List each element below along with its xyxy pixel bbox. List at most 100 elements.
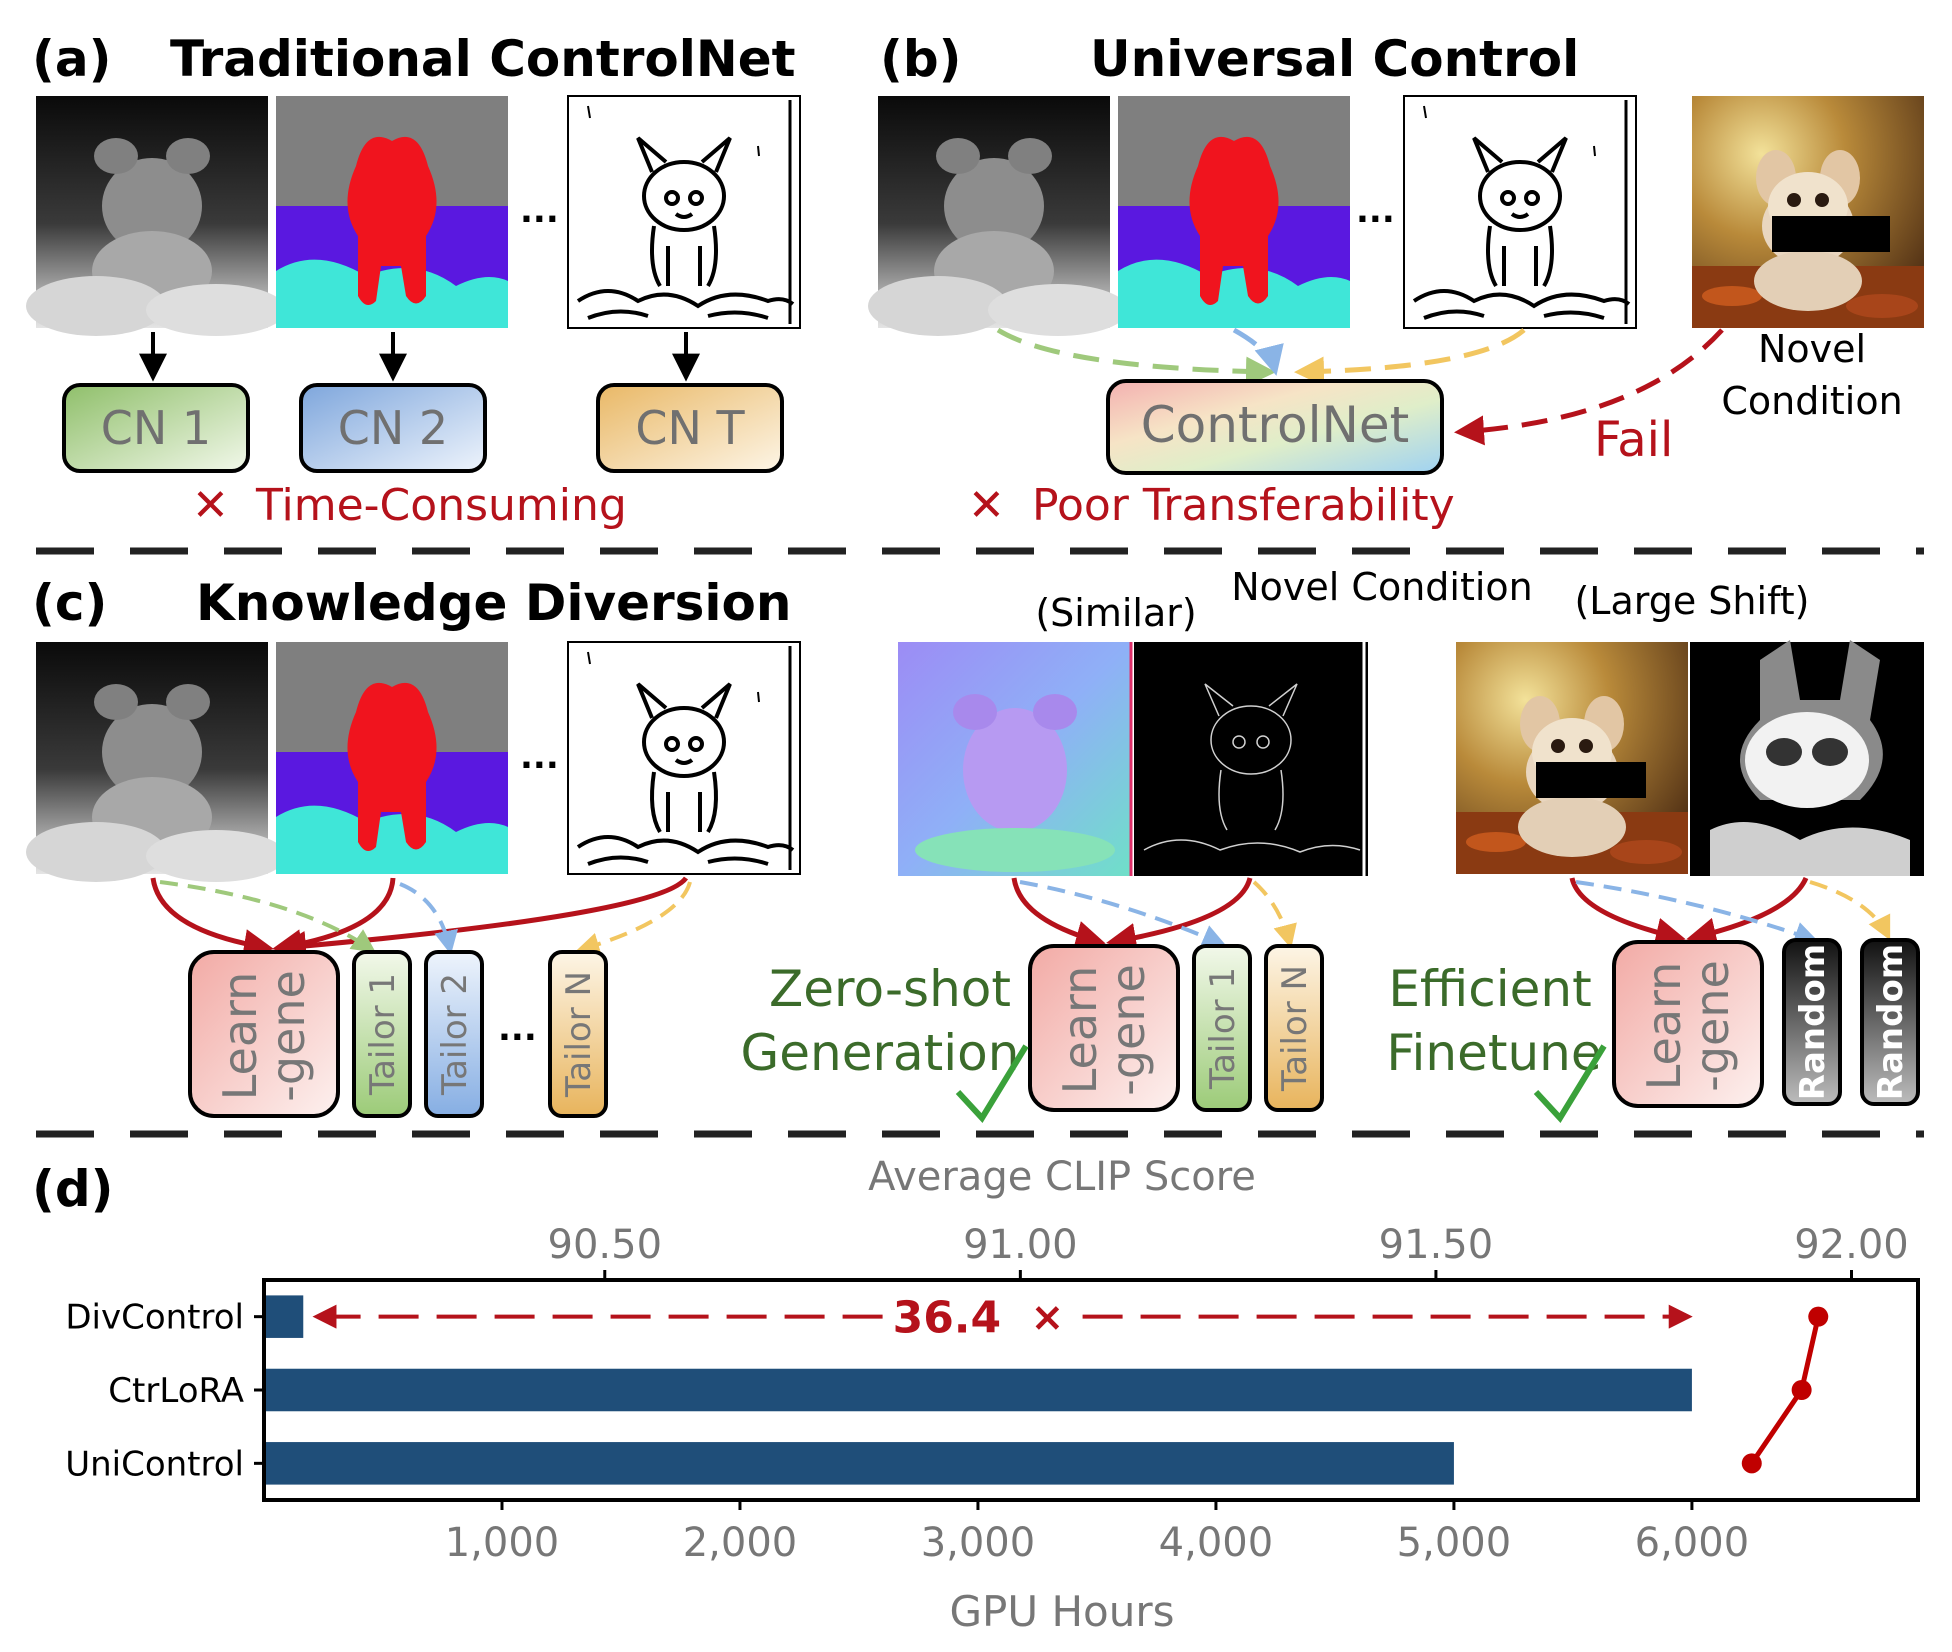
- x-tick-label: 4,000: [1159, 1520, 1274, 1566]
- panel-c-ellipsis: ...: [520, 737, 559, 777]
- arrow-yellow-tailorn: [575, 881, 692, 956]
- bar-unicontrol: [266, 1442, 1454, 1485]
- arrow-red-1: [150, 877, 274, 959]
- efficient-line1: Efficient: [1388, 960, 1591, 1018]
- cn1-box: CN 1: [62, 383, 250, 473]
- tailor1-label: Tailor 1: [363, 973, 403, 1096]
- clip-point-divcontrol: [1808, 1306, 1829, 1327]
- novel-condition-line2: Condition: [1721, 379, 1902, 423]
- learngene-label-2: -gene: [1685, 960, 1739, 1092]
- redaction-bar: [1772, 216, 1890, 252]
- arrow-red-mid-2: [1106, 877, 1253, 953]
- tailor1-box-mid: Tailor 1: [1192, 944, 1252, 1112]
- check-icon: [955, 1044, 1029, 1123]
- clip-point-unicontrol: [1741, 1453, 1762, 1474]
- panel-b-depth-image: [868, 96, 1128, 336]
- normal-map-image: [898, 642, 1133, 876]
- panel-d-label: (d): [32, 1160, 114, 1218]
- fail-arrow: [1454, 328, 1724, 446]
- category-label: CtrLoRA: [108, 1371, 244, 1411]
- novel-condition-heading: Novel Condition: [1231, 565, 1533, 609]
- zero-shot-line2: Generation: [741, 1024, 1020, 1082]
- x-axis-label: GPU Hours: [949, 1587, 1174, 1636]
- tailor2-box: Tailor 2: [424, 950, 484, 1118]
- zero-shot-line1: Zero-shot: [769, 960, 1011, 1018]
- cn1-label: CN 1: [101, 401, 211, 455]
- tailorn-box-mid: Tailor N: [1264, 944, 1324, 1112]
- arrow-blue-to-controlnet: [1232, 327, 1284, 376]
- bar-ctrlora: [266, 1368, 1692, 1412]
- x2-tick-label: 90.50: [548, 1222, 663, 1268]
- controlnet-label: ControlNet: [1141, 396, 1410, 454]
- tailor2-label: Tailor 2: [435, 973, 475, 1096]
- learngene-label-1: Learn: [1637, 962, 1691, 1091]
- learngene-label-1: Learn: [213, 972, 267, 1101]
- check-icon: [1533, 1044, 1607, 1123]
- arrow-red-mid-1: [1011, 877, 1106, 951]
- arrow-red-right-1: [1569, 877, 1686, 948]
- learngene-label-1: Learn: [1053, 966, 1107, 1095]
- tailorn-label: Tailor N: [559, 971, 599, 1098]
- arrow-blue-tailor2: [399, 882, 458, 955]
- x-tick-label: 3,000: [921, 1520, 1036, 1566]
- novel-condition-photo: [1692, 96, 1924, 328]
- redaction-bar: [1536, 762, 1646, 798]
- cross-icon: ✕: [192, 480, 229, 531]
- category-label: DivControl: [65, 1298, 244, 1338]
- panel-b-title: Universal Control: [1090, 30, 1579, 88]
- panel-a-label: (a): [32, 30, 111, 88]
- random-box-1: Random: [1782, 938, 1842, 1106]
- panel-a-depth-image: [26, 96, 286, 336]
- panel-b-ellipsis: ...: [1356, 191, 1395, 231]
- panel-b-label: (b): [880, 30, 962, 88]
- arrow-yellow-mid: [1252, 880, 1297, 949]
- edge-map-image: [1134, 642, 1368, 876]
- speedup-value: 36.4: [893, 1293, 1002, 1344]
- panel-c-label: (c): [32, 574, 107, 632]
- panel-c-segmentation-image: [276, 642, 508, 874]
- fail-label: Fail: [1594, 412, 1673, 468]
- tailorn-box: Tailor N: [548, 950, 608, 1118]
- arrow-green-tailor1: [159, 880, 376, 953]
- tailor1-label-mid: Tailor 1: [1203, 967, 1243, 1090]
- learngene-label-2: -gene: [1101, 964, 1155, 1096]
- panel-b-sketch-image: [1402, 94, 1638, 330]
- arrow-yellow-right: [1809, 880, 1891, 941]
- learngene-box-right: Learn -gene: [1612, 940, 1764, 1108]
- panel-a-ellipsis: ...: [520, 191, 559, 231]
- learngene-box-mid: Learn -gene: [1028, 944, 1180, 1112]
- panel-c-depth-image: [26, 642, 286, 882]
- arrow-blue-right: [1575, 880, 1819, 945]
- panel-a-title: Traditional ControlNet: [170, 30, 796, 88]
- cn2-label: CN 2: [338, 401, 448, 455]
- random-label: Random: [1871, 944, 1911, 1100]
- photo-image: [1456, 642, 1688, 874]
- large-shift-label: (Large Shift): [1574, 579, 1809, 623]
- x-tick-label: 5,000: [1397, 1520, 1512, 1566]
- controlnet-box: ControlNet: [1106, 379, 1444, 475]
- speedup-mark: ×: [1031, 1295, 1065, 1341]
- arrow-blue-mid: [1019, 880, 1227, 948]
- learngene-label-2: -gene: [261, 970, 315, 1102]
- efficient-line2: Finetune: [1386, 1024, 1601, 1082]
- issue-poor-transferability: Poor Transferability: [1032, 480, 1455, 531]
- category-label: UniControl: [65, 1444, 244, 1484]
- panel-c-title: Knowledge Diversion: [196, 574, 791, 632]
- cnt-label: CN T: [635, 401, 745, 455]
- learngene-box: Learn -gene: [188, 950, 340, 1118]
- cn2-box: CN 2: [299, 383, 487, 473]
- random-label: Random: [1793, 944, 1833, 1100]
- issue-time-consuming: Time-Consuming: [255, 480, 627, 531]
- novel-condition-line1: Novel: [1758, 327, 1866, 371]
- tailorn-label-mid: Tailor N: [1275, 965, 1315, 1092]
- x-tick-label: 6,000: [1635, 1520, 1750, 1566]
- segmented-photo-image: [1690, 640, 1924, 876]
- x-tick-label: 1,000: [445, 1520, 560, 1566]
- x2-axis-label: Average CLIP Score: [868, 1154, 1256, 1200]
- cross-icon: ✕: [968, 480, 1005, 531]
- arrow-yellow-to-controlnet: [1294, 328, 1526, 387]
- cnt-box: CN T: [596, 383, 784, 473]
- similar-label: (Similar): [1035, 591, 1196, 635]
